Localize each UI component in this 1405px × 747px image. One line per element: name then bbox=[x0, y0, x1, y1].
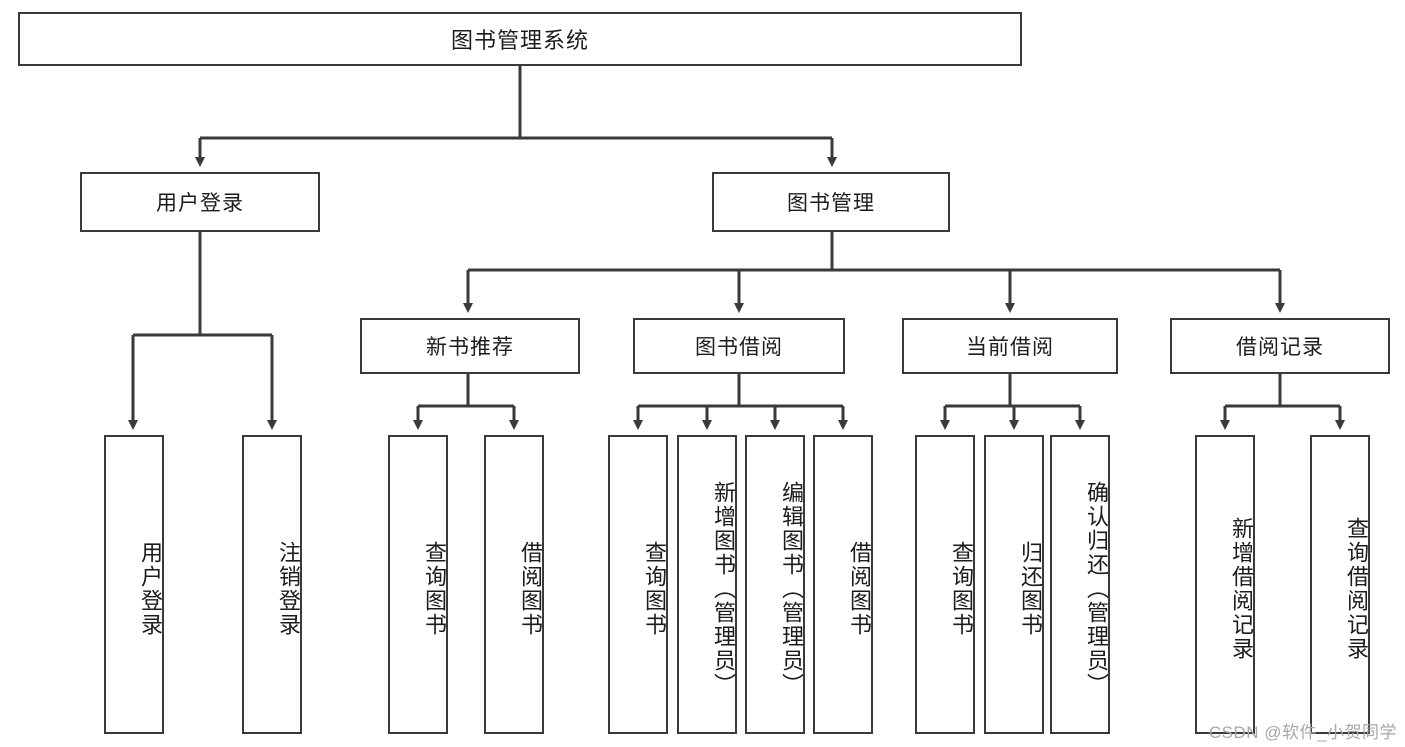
node-user-login[interactable]: 用户登录 bbox=[80, 172, 320, 232]
node-leaf-query-book-1[interactable]: 查询图书 bbox=[388, 435, 448, 734]
watermark-text: CSDN @软件_小贺同学 bbox=[1208, 723, 1397, 742]
leaf-label: 确认归还（管理员） bbox=[1084, 480, 1109, 697]
node-leaf-edit-book[interactable]: 编辑图书（管理员） bbox=[745, 435, 805, 734]
leaf-label: 查询图书 bbox=[642, 540, 667, 637]
leaf-label: 编辑图书（管理员） bbox=[779, 480, 804, 697]
leaf-label: 借阅图书 bbox=[847, 540, 872, 637]
leaf-label: 新增借阅记录 bbox=[1229, 516, 1254, 661]
node-leaf-confirm-return[interactable]: 确认归还（管理员） bbox=[1050, 435, 1110, 734]
node-leaf-borrow-book-1[interactable]: 借阅图书 bbox=[484, 435, 544, 734]
node-leaf-query-book-2[interactable]: 查询图书 bbox=[608, 435, 668, 734]
leaf-label: 查询借阅记录 bbox=[1344, 516, 1369, 661]
node-leaf-borrow-book-2[interactable]: 借阅图书 bbox=[813, 435, 873, 734]
node-leaf-add-book[interactable]: 新增图书（管理员） bbox=[677, 435, 737, 734]
leaf-label: 用户登录 bbox=[138, 540, 163, 637]
node-leaf-query-record[interactable]: 查询借阅记录 bbox=[1310, 435, 1370, 734]
node-current-borrow[interactable]: 当前借阅 bbox=[902, 318, 1118, 374]
node-root[interactable]: 图书管理系统 bbox=[18, 12, 1022, 66]
leaf-label: 借阅图书 bbox=[518, 540, 543, 637]
node-new-book-recommend[interactable]: 新书推荐 bbox=[360, 318, 580, 374]
leaf-label: 注销登录 bbox=[276, 540, 301, 637]
node-book-borrow[interactable]: 图书借阅 bbox=[633, 318, 845, 374]
leaf-label: 新增图书（管理员） bbox=[711, 480, 736, 697]
leaf-label: 归还图书 bbox=[1018, 540, 1043, 637]
node-borrow-record[interactable]: 借阅记录 bbox=[1170, 318, 1390, 374]
node-leaf-add-record[interactable]: 新增借阅记录 bbox=[1195, 435, 1255, 734]
node-book-manage[interactable]: 图书管理 bbox=[712, 172, 950, 232]
node-leaf-user-login[interactable]: 用户登录 bbox=[104, 435, 164, 734]
node-leaf-query-book-3[interactable]: 查询图书 bbox=[915, 435, 975, 734]
node-leaf-logout[interactable]: 注销登录 bbox=[242, 435, 302, 734]
leaf-label: 查询图书 bbox=[422, 540, 447, 637]
leaf-label: 查询图书 bbox=[949, 540, 974, 637]
node-leaf-return-book[interactable]: 归还图书 bbox=[984, 435, 1044, 734]
